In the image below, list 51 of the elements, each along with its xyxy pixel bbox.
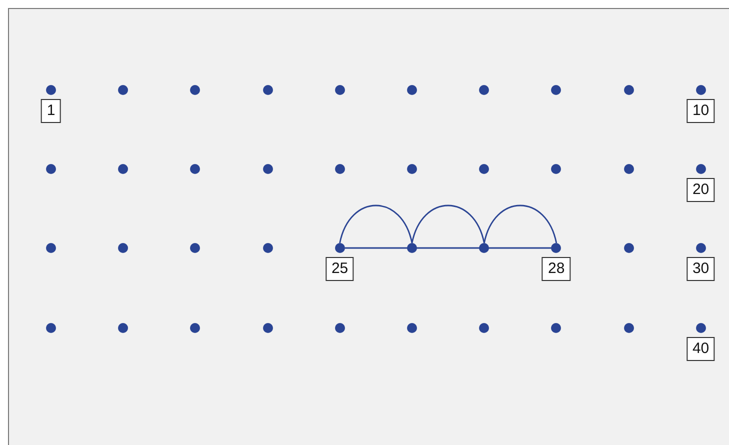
jump-arc [411,204,485,244]
grid-dot [334,243,345,253]
grid-dot [262,85,273,95]
grid-dot [262,243,273,253]
grid-dot [696,164,706,174]
grid-dot [696,85,706,95]
grid-dot [262,323,273,333]
grid-dot [479,164,490,174]
grid-dot [407,164,417,174]
grid-dot [479,323,490,333]
grid-dot [46,164,56,174]
grid-dot [118,85,128,95]
grid-dot [407,243,417,253]
grid-dot [46,323,56,333]
jump-arc [339,204,413,244]
grid-dot [624,243,634,253]
jump-arc [484,204,558,244]
grid-dot [696,243,706,253]
grid-dot [551,323,562,333]
number-label: 10 [686,99,716,123]
grid-dot [46,243,56,253]
grid-dot [624,164,634,174]
grid-dot [334,323,345,333]
grid-dot [479,243,490,253]
grid-dot [118,164,128,174]
grid-dot [696,323,706,333]
grid-dot [334,164,345,174]
grid-dot [624,85,634,95]
grid-dot [551,85,562,95]
grid-dot [190,243,200,253]
grid-dot [190,164,200,174]
grid-dot [551,243,562,253]
grid-dot [262,164,273,174]
number-label: 30 [686,257,716,281]
grid-dot [407,85,417,95]
grid-dot [46,85,56,95]
grid-dot [190,85,200,95]
number-label: 40 [686,337,716,361]
grid-dot [479,85,490,95]
number-label: 20 [686,178,716,202]
grid-dot [407,323,417,333]
grid-dot [118,323,128,333]
grid-dot [334,85,345,95]
grid-dot [118,243,128,253]
grid-dot [551,164,562,174]
connector-line [344,247,552,249]
grid-dot [624,323,634,333]
grid-dot [190,323,200,333]
number-label: 25 [325,257,354,281]
number-label: 28 [542,257,571,281]
number-label: 1 [40,99,62,123]
